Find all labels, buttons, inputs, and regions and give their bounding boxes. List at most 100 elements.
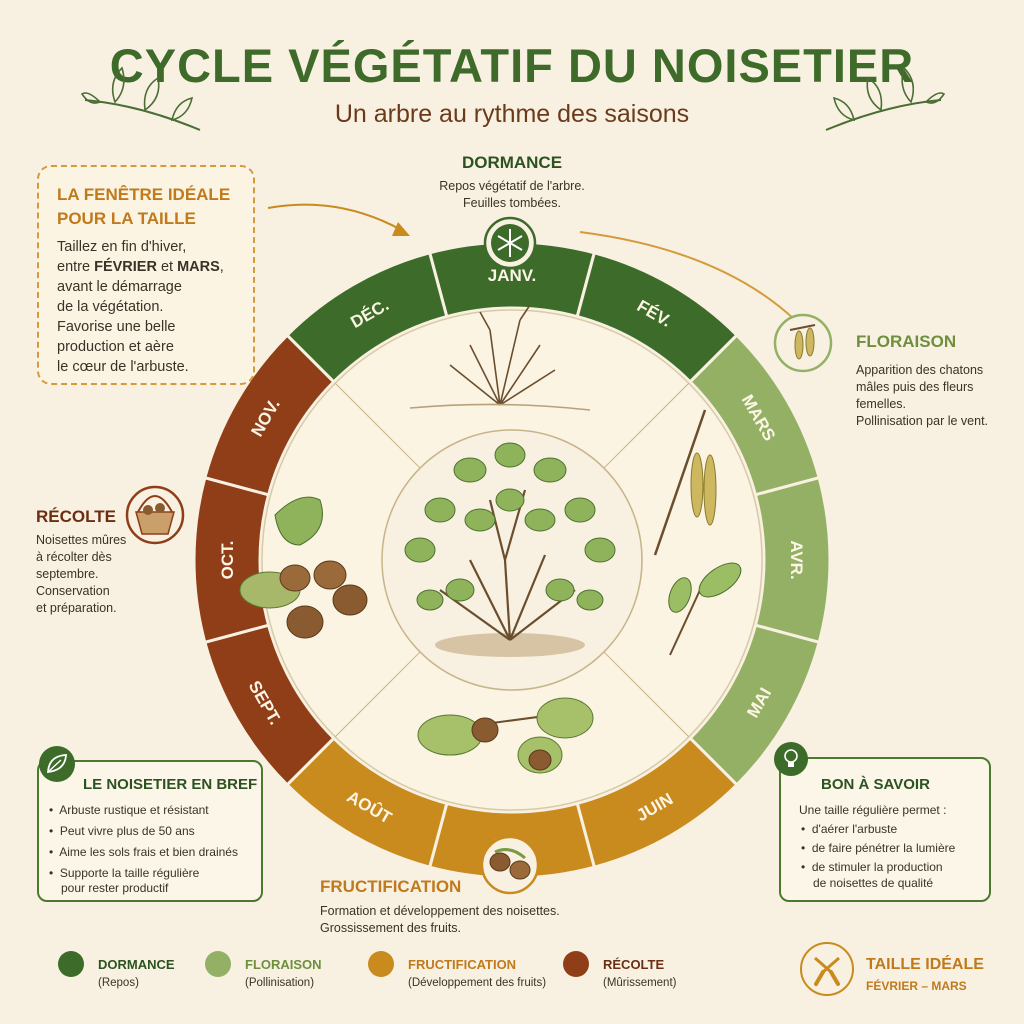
dormance-desc-line: Repos végétatif de l'arbre. xyxy=(439,179,585,193)
page-title: CYCLE VÉGÉTATIF DU NOISETIER xyxy=(109,39,915,92)
fructification-desc-line: Grossissement des fruits. xyxy=(320,921,462,935)
hazel-shrub-illustration xyxy=(404,442,616,657)
recolte-desc-line: et préparation. xyxy=(36,601,117,615)
left-branch-icon xyxy=(80,66,201,131)
wheel-center-disc xyxy=(381,429,643,691)
quadrant-divider xyxy=(334,382,421,469)
phase-title-dormance: DORMANCE xyxy=(461,153,563,172)
tip-arrow xyxy=(267,203,406,233)
phase-desc-floraison: Apparition des chatons mâles puis des fl… xyxy=(856,362,1016,430)
savoir-item: • d'aérer l'arbuste xyxy=(801,822,898,836)
pruning-shears-icon xyxy=(800,942,854,996)
month-segment xyxy=(285,250,449,384)
tip-line: entre FÉVRIER et MARS, xyxy=(57,257,224,277)
floraison-desc-line: Apparition des chatons xyxy=(856,363,984,377)
tip-month-fevrier: FÉVRIER xyxy=(94,259,157,275)
legend-sub: (Développement des fruits) xyxy=(408,977,547,989)
month-label: JANV. xyxy=(488,266,537,285)
legend-swatch xyxy=(58,951,84,977)
floraison-desc-line: mâles puis des fleurs xyxy=(856,380,974,394)
tip-line: avant le démarrage xyxy=(57,279,182,295)
quadrant-divider xyxy=(603,651,690,738)
bref-item-text: Aime les sols frais et bien drainés xyxy=(59,845,238,859)
bref-item: • Aime les sols frais et bien drainés xyxy=(49,845,238,859)
savoir-item: • de stimuler la production xyxy=(801,860,943,874)
phase-title-fructification: FRUCTIFICATION xyxy=(320,877,462,896)
pruning-window-arc xyxy=(579,231,796,321)
legend-swatch xyxy=(205,951,231,977)
legend-sub: (Repos) xyxy=(98,977,139,989)
tip-line: Taillez en fin d'hiver, xyxy=(57,239,187,255)
ripe-hazelnuts-illustration xyxy=(239,496,368,639)
recolte-desc-line: Conservation xyxy=(36,584,110,598)
legend-swatch xyxy=(563,951,589,977)
hazelnut-icon xyxy=(480,835,540,895)
legend-label: FRUCTIFICATION xyxy=(408,957,517,972)
tip-title-line: LA FENÊTRE IDÉALE xyxy=(57,185,231,204)
tip-line: le cœur de l'arbuste. xyxy=(57,359,189,375)
leaf-icon xyxy=(39,746,75,782)
legend-label: RÉCOLTE xyxy=(603,957,665,972)
legend-label: DORMANCE xyxy=(98,957,175,972)
pruning-tip-box: LA FENÊTRE IDÉALE POUR LA TAILLE Taillez… xyxy=(37,165,255,385)
right-branch-icon xyxy=(825,66,946,131)
tip-line: de la végétation. xyxy=(57,299,164,315)
basket-icon xyxy=(125,485,185,545)
legend-label: FLORAISON xyxy=(245,957,322,972)
bref-item: • Supporte la taille régulière xyxy=(49,866,200,880)
quadrant-divider xyxy=(603,382,690,469)
bref-title: LE NOISETIER EN BREF xyxy=(83,776,258,793)
savoir-item-text: d'aérer l'arbuste xyxy=(811,822,898,836)
month-label: AVR. xyxy=(787,540,806,579)
catkin-branch-illustration xyxy=(653,409,742,656)
recolte-desc-line: septembre. xyxy=(36,567,99,581)
savoir-item-text: de stimuler la production xyxy=(811,860,943,874)
catkin-icon xyxy=(773,313,833,373)
tip-month-mars: MARS xyxy=(177,259,220,275)
bref-item-text: Supporte la taille régulière xyxy=(59,866,200,880)
savoir-title: BON À SAVOIR xyxy=(821,776,930,793)
tip-line: production et aère xyxy=(57,339,174,355)
savoir-item-text: de faire pénétrer la lumière xyxy=(811,841,956,855)
bref-item: • Arbuste rustique et résistant xyxy=(49,803,209,817)
noisetier-bref-box: LE NOISETIER EN BREF • Arbuste rustique … xyxy=(37,746,263,902)
bref-item-text: Peut vivre plus de 50 ans xyxy=(59,824,195,838)
tip-text: , xyxy=(219,259,224,275)
taille-ideale-title: TAILLE IDÉALE xyxy=(866,956,984,973)
bref-item-cont: pour rester productif xyxy=(61,881,169,895)
savoir-item: • de faire pénétrer la lumière xyxy=(801,841,956,855)
green-hazelnuts-illustration xyxy=(417,697,594,774)
savoir-intro: Une taille régulière permet : xyxy=(799,803,947,817)
snowflake-icon xyxy=(483,216,537,270)
tip-line: Favorise une belle xyxy=(57,319,176,335)
month-label: OCT. xyxy=(218,541,237,580)
floraison-desc-line: Pollinisation par le vent. xyxy=(856,414,989,428)
fructification-desc-line: Formation et développement des noisettes… xyxy=(320,904,560,918)
tip-text: entre xyxy=(57,259,95,275)
bon-a-savoir-box: BON À SAVOIR Une taille régulière permet… xyxy=(774,742,991,902)
floraison-desc-line: femelles. xyxy=(856,397,907,411)
phase-title-recolte: RÉCOLTE xyxy=(36,507,116,526)
dormance-desc-line: Feuilles tombées. xyxy=(463,196,561,210)
tip-title-line: POUR LA TAILLE xyxy=(57,209,196,228)
pruning-tip-title: LA FENÊTRE IDÉALE POUR LA TAILLE xyxy=(57,183,230,231)
phase-desc-dormance: Repos végétatif de l'arbre. Feuilles tom… xyxy=(382,178,642,212)
lightbulb-icon xyxy=(774,742,808,776)
quadrant-divider xyxy=(334,651,421,738)
recolte-desc-line: à récolter dès xyxy=(36,550,112,564)
bref-item: • Peut vivre plus de 50 ans xyxy=(49,824,195,838)
bref-item-text: Arbuste rustique et résistant xyxy=(59,803,209,817)
recolte-desc-line: Noisettes mûres xyxy=(36,533,127,547)
legend-swatch xyxy=(368,951,394,977)
savoir-item-cont: de noisettes de qualité xyxy=(813,876,934,890)
page-subtitle: Un arbre au rythme des saisons xyxy=(334,100,690,128)
phase-desc-recolte: Noisettes mûres à récolter dès septembre… xyxy=(36,532,166,617)
tip-text: et xyxy=(156,259,178,275)
bare-shrub-illustration xyxy=(409,304,591,411)
legend-sub: (Mûrissement) xyxy=(603,977,677,989)
taille-ideale-sub: FÉVRIER – MARS xyxy=(866,979,967,993)
legend-sub: (Pollinisation) xyxy=(245,977,315,989)
phase-desc-fructification: Formation et développement des noisettes… xyxy=(320,903,580,937)
phase-title-floraison: FLORAISON xyxy=(856,332,957,351)
